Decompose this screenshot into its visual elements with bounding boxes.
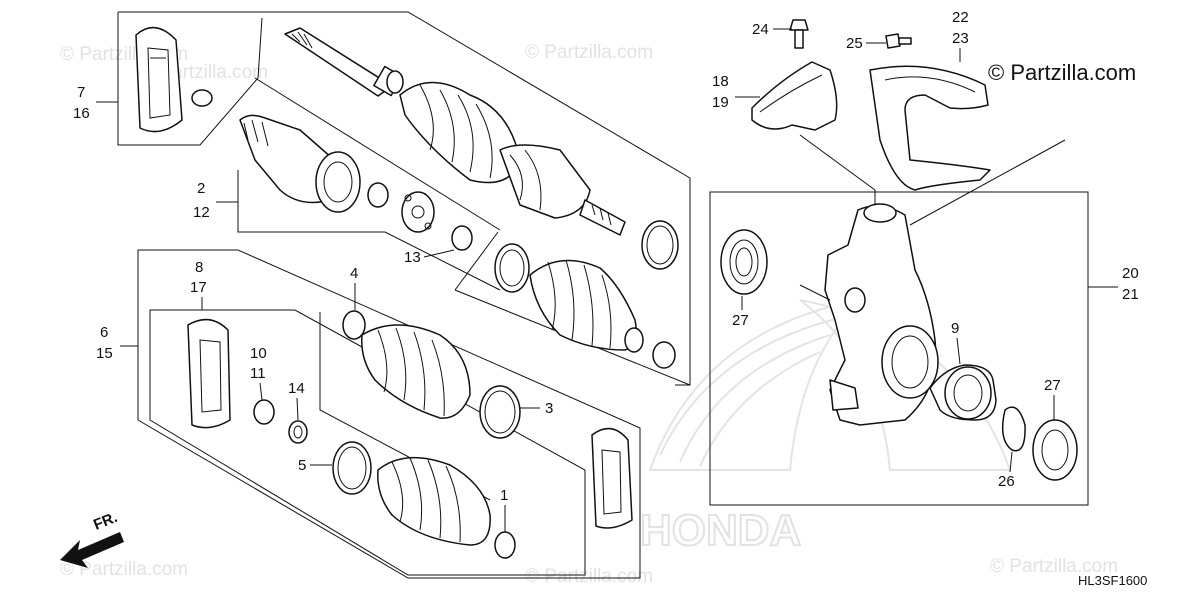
cover-leader	[799, 134, 876, 191]
watermark-bottom-left: © Partzilla.com	[60, 559, 188, 580]
callout-10: 10	[250, 345, 267, 362]
callout-3: 3	[545, 400, 553, 417]
joint-box	[237, 170, 501, 291]
callout-24: 24	[752, 21, 769, 38]
callout-23: 23	[952, 30, 969, 47]
clamp-3	[479, 385, 521, 439]
circlip-26	[1001, 406, 1026, 452]
forward-arrow-icon	[60, 532, 124, 568]
clamp-4	[342, 310, 366, 340]
callout-7: 7	[77, 84, 85, 101]
callout-17: 17	[190, 279, 207, 296]
oil-seal-27-left	[720, 229, 768, 295]
clamp-upper-small	[386, 70, 404, 94]
upper-shaft-group	[117, 11, 691, 386]
cover-18	[751, 61, 838, 131]
callout-8: 8	[195, 259, 203, 276]
watermark-bottom-center: © Partzilla.com	[525, 566, 653, 587]
clamp-upper-1	[641, 220, 679, 270]
callout-2: 2	[197, 180, 205, 197]
callout-27-left: 27	[732, 312, 749, 329]
knuckle-group	[709, 19, 1089, 506]
callout-11: 11	[250, 365, 266, 382]
clamp-5	[332, 441, 372, 495]
washer-14	[288, 420, 308, 444]
watermarks: © Partzilla.com © Partzilla.com © Partzi…	[60, 42, 1118, 587]
knuckle	[799, 203, 939, 426]
brand-watermark: © Partzilla.com	[988, 60, 1136, 85]
bearing-9	[929, 364, 997, 421]
callout-27-right: 27	[1044, 377, 1061, 394]
bolt-24	[789, 19, 809, 49]
callout-18: 18	[712, 73, 729, 90]
boot-outer	[361, 324, 471, 419]
callout-13: 13	[404, 249, 421, 266]
knuckle-box	[709, 191, 1089, 506]
callout-16: 16	[73, 105, 90, 122]
lower-inner-box	[149, 309, 586, 576]
tripod-spider	[401, 191, 435, 233]
upper-inner-rail	[254, 77, 501, 231]
circlip-13	[451, 225, 473, 251]
boot-panel-7	[135, 26, 183, 133]
upper-lower-box-2	[454, 231, 499, 291]
lower-outer-box	[137, 249, 641, 579]
callout-15: 15	[96, 345, 113, 362]
callout-6: 6	[100, 324, 108, 341]
upper-outer-box	[118, 11, 691, 386]
lower-boot-group	[137, 249, 641, 579]
guard-leader	[909, 139, 1066, 226]
callout-26: 26	[998, 473, 1015, 490]
upper-left-box	[117, 12, 263, 146]
oil-seal-27-right	[1032, 419, 1078, 481]
callouts: 7 16 2 12 13 8 17 6 15 10 11 14 4 3 5	[73, 9, 1139, 532]
callout-14: 14	[288, 380, 305, 397]
callout-21: 21	[1122, 286, 1139, 303]
callout-12: 12	[193, 204, 210, 221]
inner-boot-upper	[494, 243, 676, 369]
boot-inner	[377, 456, 491, 546]
circlip-10	[253, 399, 275, 425]
watermark-top-center: © Partzilla.com	[525, 42, 653, 63]
callout-1: 1	[500, 487, 508, 504]
boot-panel-right	[591, 427, 633, 529]
callout-19: 19	[712, 94, 729, 111]
inner-joint	[239, 114, 361, 213]
callout-5: 5	[298, 457, 306, 474]
callout-20: 20	[1122, 265, 1139, 282]
watermark-bottom-right: © Partzilla.com	[990, 556, 1118, 577]
circlip-7	[191, 89, 213, 107]
callout-25: 25	[846, 35, 863, 52]
callout-22: 22	[952, 9, 969, 26]
direction-label: FR.	[91, 509, 120, 534]
callout-4: 4	[350, 265, 358, 282]
honda-logo-text: HONDA	[640, 506, 801, 555]
callout-9: 9	[951, 320, 959, 337]
snap-ring-upper	[367, 182, 389, 208]
diagram-code: HL3SF1600	[1078, 573, 1147, 588]
guard-22	[869, 65, 991, 191]
clamp-1	[494, 531, 516, 559]
bolt-25	[885, 33, 912, 49]
boot-panel-8	[187, 318, 231, 429]
